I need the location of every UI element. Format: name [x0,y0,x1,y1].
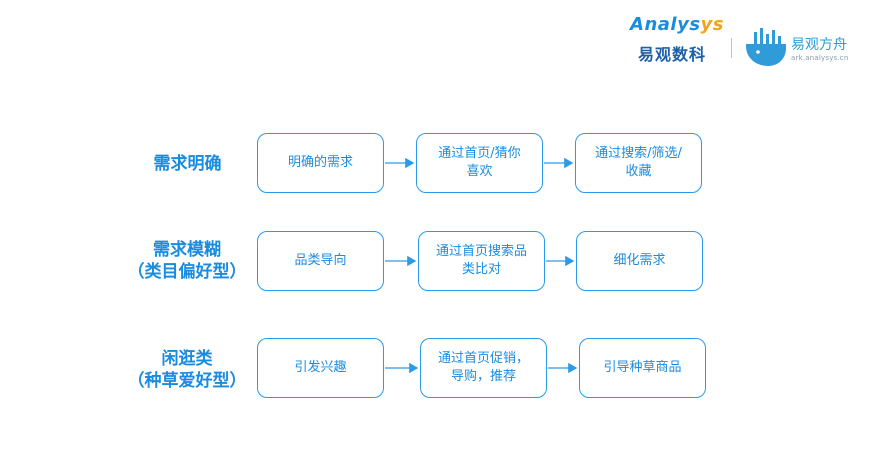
step-box-1-3: 通过搜索/筛选/ 收藏 [575,133,702,193]
step-box-3-2: 通过首页促销， 导购，推荐 [420,338,547,398]
row-label-browsing: 闲逛类 （种草爱好型） [127,349,247,391]
row-label-vague-demand: 需求模糊 （类目偏好型） [127,240,247,282]
ark-url: ark.analysys.cn [791,54,849,62]
logo-divider [731,38,732,58]
step-box-1-1: 明确的需求 [257,133,384,193]
ark-name: 易观方舟 [791,37,847,53]
step-box-2-3: 细化需求 [576,231,703,291]
analysys-logo: Analysys 易观数科 [624,14,724,64]
analysys-wordmark: Analysys [630,14,724,35]
step-box-2-1: 品类导向 [257,231,384,291]
step-box-3-3: 引导种草商品 [579,338,706,398]
step-box-2-2: 通过首页搜索品 类比对 [418,231,545,291]
step-box-3-1: 引发兴趣 [257,338,384,398]
ark-logo: 易观方舟 ark.analysys.cn [744,24,864,72]
whale-icon [746,28,786,66]
step-box-1-2: 通过首页/猜你 喜欢 [416,133,543,193]
analysys-cn-name: 易观数科 [638,45,707,64]
row-label-clear-demand: 需求明确 [153,154,222,174]
